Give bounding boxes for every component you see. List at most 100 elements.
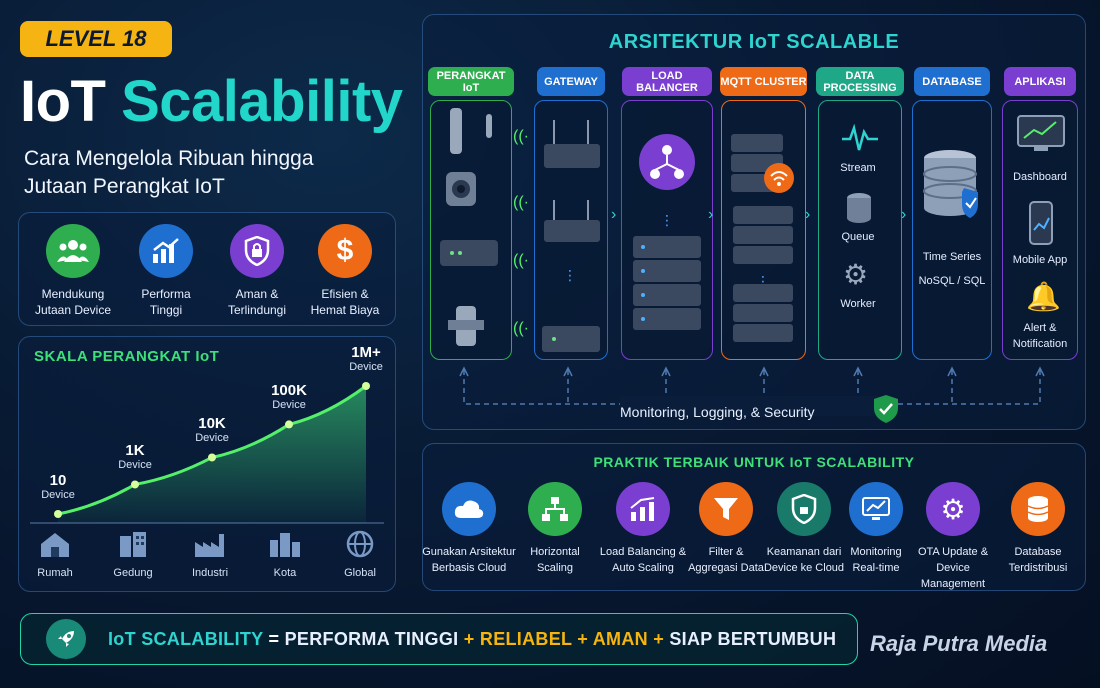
benefit-performance-line2: Tinggi <box>149 303 183 317</box>
practice-line1: Horizontal <box>530 546 580 558</box>
column-head-gateway: GATEWAY <box>537 67 605 96</box>
filter-icon <box>699 482 753 536</box>
monitoring-label: Monitoring, Logging, & Security <box>620 404 815 420</box>
point-unit: Device <box>118 459 152 472</box>
factory-icon <box>195 534 224 557</box>
scale-point-1 <box>131 480 139 489</box>
cloud-icon <box>442 482 496 536</box>
category-label: Rumah <box>37 567 73 579</box>
wifi-icon: ((· <box>513 252 529 269</box>
point-value: 10K <box>198 415 226 433</box>
database-icon <box>1011 482 1065 536</box>
benefit-efficiency: $ Efisien & Hemat Biaya <box>300 224 390 318</box>
svg-text:⋮: ⋮ <box>660 212 674 228</box>
practice-line2: Terdistribusi <box>1008 562 1068 574</box>
point-unit: Device <box>272 399 306 412</box>
column-head-apps: APLIKASI <box>1004 67 1076 96</box>
scale-area <box>58 386 366 523</box>
app-alert: Alert & <box>1023 322 1057 334</box>
footer-reliable: RELIABEL <box>479 629 572 649</box>
server-rack-icon <box>633 236 701 330</box>
mobile-icon <box>1029 201 1053 245</box>
users-icon <box>46 224 100 278</box>
footer-equation: IoT SCALABILITY = PERFORMA TINGGI + RELI… <box>108 629 836 650</box>
footer-growth: SIAP BERTUMBUH <box>669 629 837 649</box>
practice-line1: Database <box>1014 546 1062 558</box>
app-dashboard: Dashboard <box>1013 171 1067 183</box>
benefit-efficiency-line2: Hemat Biaya <box>310 303 380 317</box>
database-type-2: NoSQL / SQL <box>918 275 986 287</box>
column-head-load-balancer: LOAD BALANCER <box>622 67 712 96</box>
valve-icon <box>448 306 484 346</box>
architecture-title: ARSITEKTUR IoT SCALABLE <box>608 31 900 53</box>
category-global: Global <box>325 530 395 579</box>
point-label-1m: 1M+Device <box>331 344 401 373</box>
practice-line2: Device ke Cloud <box>763 562 845 574</box>
dollar-icon: $ <box>318 224 372 278</box>
scale-point-4 <box>362 382 370 390</box>
benefit-security: Aman &Terlindungi <box>212 224 302 318</box>
column-head-devices: PERANGKAT IoT <box>428 67 514 96</box>
arrow-icon: › <box>805 206 811 223</box>
wifi-icon: ((· <box>513 320 529 337</box>
arrow-icon: › <box>611 206 617 223</box>
practice-line1: Keamanan dari <box>766 546 842 558</box>
practice-load-balancing: Load Balancing &Auto Scaling <box>593 482 693 576</box>
benefit-efficiency-line1: Efisien & <box>321 287 369 301</box>
practices-title: PRAKTIK TERBAIK UNTUK IoT SCALABILITY <box>593 454 915 470</box>
footer-performance: PERFORMA TINGGI <box>284 629 459 649</box>
practice-line2: Berbasis Cloud <box>431 562 507 574</box>
footer-plus-2: + <box>577 629 589 649</box>
benefit-devices-line2: Jutaan Device <box>34 303 112 317</box>
bell-icon: 🔔 <box>1026 281 1061 312</box>
gear-sync-icon: ⚙ <box>926 482 980 536</box>
practice-ota: ⚙ OTA Update &Device Management <box>903 482 1003 592</box>
footer-banner <box>20 613 858 665</box>
scale-point-0 <box>54 510 62 518</box>
sensor-icon <box>450 108 492 154</box>
footer-plus-1: + <box>463 629 475 649</box>
rocket-icon <box>46 619 86 659</box>
chart-up-icon <box>139 224 193 278</box>
practice-line1: Gunakan Arsitektur <box>422 546 516 558</box>
category-kota: Kota <box>250 530 320 579</box>
point-value: 1K <box>125 442 145 460</box>
monitoring-loop <box>459 366 1045 416</box>
benefit-performance-line1: Performa <box>141 287 191 301</box>
router-icon <box>544 200 600 242</box>
shield-check-icon <box>962 188 978 218</box>
practice-line2: Auto Scaling <box>612 562 674 574</box>
shield-icon <box>777 482 831 536</box>
app-mobile: Mobile App <box>1012 254 1068 266</box>
practice-line1: Monitoring <box>850 546 902 558</box>
subtitle: Cara Mengelola Ribuan hingga Jutaan Pera… <box>24 145 404 201</box>
point-value: 100K <box>271 382 307 400</box>
category-label: Kota <box>273 567 297 579</box>
scale-point-3 <box>285 420 293 429</box>
title-main: IoT <box>20 69 106 134</box>
practice-line2: Device Management <box>920 562 986 590</box>
footer-plus-3: + <box>653 629 665 649</box>
point-unit: Device <box>195 432 229 445</box>
category-label: Gedung <box>113 567 153 579</box>
point-unit: Device <box>349 361 383 373</box>
point-value: 10 <box>49 472 67 489</box>
camera-icon <box>446 172 476 206</box>
router-icon <box>542 326 600 352</box>
practice-filter: Filter &Aggregasi Data <box>676 482 776 576</box>
point-unit: Device <box>41 489 75 501</box>
wifi-icon: ((· <box>513 128 529 145</box>
subtitle-line-1: Cara Mengelola Ribuan hingga <box>24 147 314 170</box>
city-icon <box>270 533 300 557</box>
page-title: IoT Scalability <box>20 68 403 135</box>
svg-text:⋮: ⋮ <box>563 267 577 283</box>
category-rumah: Rumah <box>20 530 90 579</box>
